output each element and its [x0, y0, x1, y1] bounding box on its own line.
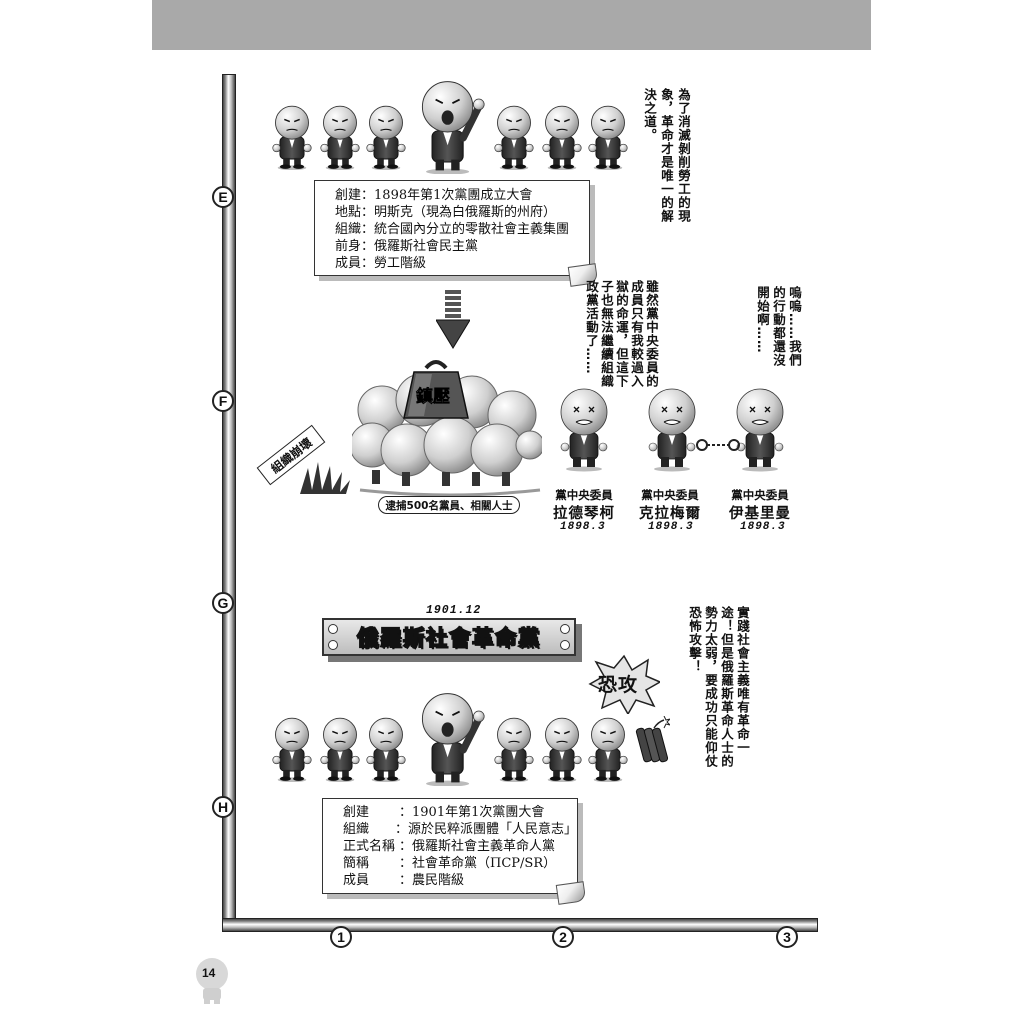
row-marker-e: E — [212, 186, 234, 208]
worker-figure — [318, 104, 362, 170]
caption-central-committee: 雖然黨中央委員的成員只有我較過入獄的命運，但這下子也無法繼續組織政黨活動了…… — [584, 280, 659, 388]
peasant-figure — [586, 716, 630, 782]
member-date-2: 1898.3 — [648, 521, 694, 533]
info-box-1901: 創建：1901年第1次黨團大會 組織：源於民粹派團體「人民意志」 正式名稱：俄羅… — [322, 798, 587, 905]
header-band — [152, 0, 871, 50]
info-box-1898: 創建：1898年第1次黨團成立大會 地點：明斯克（現為白俄羅斯的州府） 組織：統… — [314, 180, 599, 287]
grass-debris — [300, 462, 350, 494]
explosion-burst-icon — [588, 654, 660, 714]
down-arrow-icon — [436, 290, 470, 349]
member-date-3: 1898.3 — [740, 521, 786, 533]
peasant-figure — [492, 716, 536, 782]
committee-member-figure — [642, 386, 702, 472]
weight-label: 鎮壓 — [416, 387, 451, 408]
row-marker-g: G — [212, 592, 234, 614]
peasant-figure — [318, 716, 362, 782]
party-banner: 俄羅斯社會革命黨 — [322, 618, 576, 656]
banner-title: 俄羅斯社會革命黨 — [356, 625, 541, 651]
committee-member-figure — [730, 386, 790, 472]
weight-icon — [403, 360, 469, 419]
worker-figure — [492, 104, 536, 170]
worker-figure — [540, 104, 584, 170]
peasant-figure — [540, 716, 584, 782]
leader-figure — [414, 78, 486, 174]
page-number-mascot — [196, 958, 228, 1004]
peasant-figure — [364, 716, 408, 782]
caption-actions: 嗚嗚……我們的行動都還沒開始啊…… — [755, 286, 802, 367]
worker-figure — [364, 104, 408, 170]
arrest-caption: 逮捕500名黨員、相關人士 — [378, 496, 520, 514]
timeline-horizontal-axis — [222, 918, 818, 932]
row-marker-h: H — [212, 796, 234, 818]
committee-member-figure — [554, 386, 614, 472]
page-number: 14 — [202, 966, 216, 980]
caption-terror: 實踐社會主義唯有革命一途！但是俄羅斯革命人士的勢力太弱，要成功只能仰仗恐怖攻擊！ — [687, 606, 750, 768]
peasant-figure — [270, 716, 314, 782]
member-name-2: 克拉梅爾 — [639, 506, 701, 522]
terror-label: 恐攻 — [598, 674, 639, 696]
col-marker-1: 1 — [330, 926, 352, 948]
col-marker-2: 2 — [552, 926, 574, 948]
leader-figure — [414, 690, 486, 786]
banner-date: 1901.12 — [426, 604, 482, 617]
member-role-3: 黨中央委員 — [731, 488, 789, 502]
worker-figure — [586, 104, 630, 170]
member-date-1: 1898.3 — [560, 521, 606, 533]
dynamite-icon — [635, 716, 670, 763]
member-role-2: 黨中央委員 — [641, 488, 699, 502]
worker-figure — [270, 104, 314, 170]
row-marker-f: F — [212, 390, 234, 412]
member-name-3: 伊基里曼 — [729, 506, 791, 522]
member-role-1: 黨中央委員 — [555, 488, 613, 502]
caption-revolution: 為了消滅剝削勞工的現象，革命才是唯一的解決之道。 — [642, 88, 691, 223]
col-marker-3: 3 — [776, 926, 798, 948]
member-name-1: 拉德琴柯 — [553, 506, 615, 522]
handcuffs-icon — [696, 439, 740, 451]
